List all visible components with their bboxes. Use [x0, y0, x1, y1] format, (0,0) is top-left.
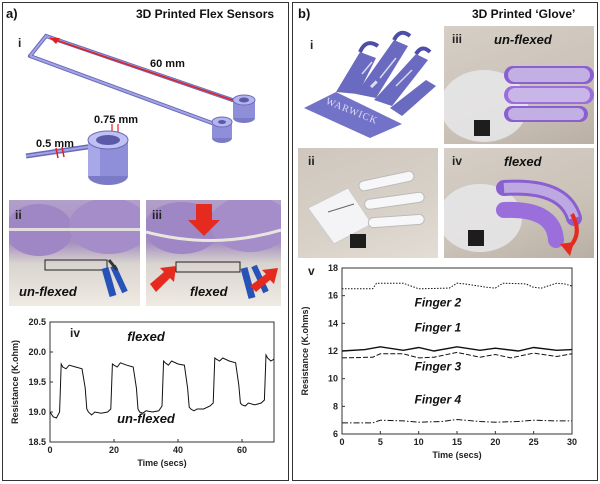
photo-iii-label: iii	[152, 208, 163, 222]
chart-a-label: iv	[70, 326, 81, 340]
caption-flexed-a: flexed	[190, 284, 228, 299]
glove-cad-drawing: i WARWICK	[296, 24, 440, 140]
series-line-0	[49, 353, 275, 419]
photo-b-ii-label: ii	[308, 154, 315, 168]
plot-frame	[341, 267, 573, 435]
caption-unflexed-a: un-flexed	[19, 284, 77, 299]
x-tick-label: 60	[237, 445, 247, 455]
photo-glove-flexed: iv flexed	[444, 148, 594, 258]
photo-sensor-unflexed: ii un-flexed	[9, 200, 140, 306]
y-tick-label: 18.5	[28, 437, 46, 447]
series-line-finger-4	[342, 418, 572, 424]
y-tick-label: 19.5	[28, 377, 46, 387]
y-tick-label: 20.0	[28, 347, 46, 357]
y-tick-label: 10	[328, 374, 338, 384]
x-tick-label: 10	[414, 437, 424, 447]
y-tick-label: 16	[328, 291, 338, 301]
dim-05mm: 0.5 mm	[36, 138, 74, 150]
annotation-flexed: flexed	[127, 329, 166, 344]
y-tick-label: 12	[328, 346, 338, 356]
photo-glove-printed: ii	[298, 148, 438, 258]
y-tick-label: 6	[333, 429, 338, 439]
caption-flexed-b: flexed	[504, 154, 542, 169]
panel-a-sub-i: i	[18, 36, 22, 50]
x-tick-label: 5	[378, 437, 383, 447]
dim-075mm: 0.75 mm	[94, 114, 139, 126]
series-label-finger-4: Finger 4	[414, 393, 461, 407]
y-tick-label: 20.5	[28, 317, 46, 327]
y-tick-label: 18	[328, 263, 338, 273]
chart-b-label: v	[308, 264, 315, 278]
y-axis-label: Resistance (K.ohms)	[300, 306, 310, 395]
caption-unflexed-b: un-flexed	[494, 32, 552, 47]
y-tick-label: 14	[328, 318, 338, 328]
x-tick-label: 25	[529, 437, 539, 447]
x-tick-label: 20	[490, 437, 500, 447]
x-tick-label: 0	[47, 445, 52, 455]
dim-60mm: 60 mm	[150, 58, 185, 70]
x-tick-label: 30	[567, 437, 577, 447]
photo-b-iv-label: iv	[452, 154, 463, 168]
series-label-finger-3: Finger 3	[414, 359, 461, 373]
x-axis-label: Time (secs)	[432, 450, 481, 460]
x-tick-label: 15	[452, 437, 462, 447]
series-label-finger-1: Finger 1	[414, 321, 461, 335]
flex-sensor-cad-drawing	[25, 33, 256, 185]
panel-b-label: b)	[298, 6, 311, 21]
x-tick-label: 0	[339, 437, 344, 447]
panel-a-label: a)	[6, 6, 18, 21]
x-axis-label: Time (secs)	[137, 458, 186, 468]
photo-sensor-flexed: iii flexed	[146, 200, 281, 306]
series-line-finger-1	[341, 346, 573, 352]
annotation-unflexed: un-flexed	[117, 411, 176, 426]
photo-glove-unflexed: iii un-flexed	[444, 26, 594, 144]
series-line-finger-3	[341, 351, 573, 359]
photo-ii-label: ii	[15, 208, 22, 222]
x-tick-label: 20	[109, 445, 119, 455]
panel-a-title: 3D Printed Flex Sensors	[136, 7, 275, 21]
y-tick-label: 19.0	[28, 407, 46, 417]
series-line-finger-2	[342, 282, 573, 290]
photo-b-iii-label: iii	[452, 32, 463, 46]
series-label-finger-2: Finger 2	[414, 296, 461, 310]
y-tick-label: 8	[333, 401, 338, 411]
glove-cad-label: i	[310, 38, 314, 52]
x-tick-label: 40	[173, 445, 183, 455]
y-axis-label: Resistance (K.ohm)	[10, 340, 20, 424]
panel-b-title: 3D Printed ‘Glove’	[472, 7, 576, 21]
